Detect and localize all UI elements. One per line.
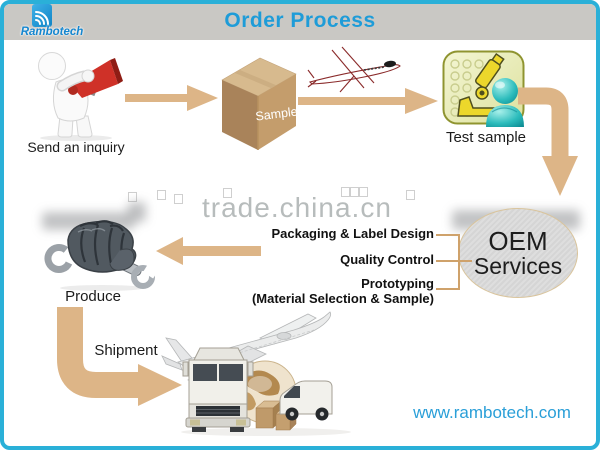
sample-box-icon: Sample [221,57,299,150]
megaphone-person-icon [38,52,123,141]
test-sample-icon-group [442,50,532,135]
send-inquiry-label: Send an inquiry [27,139,125,155]
logo-square [32,4,52,27]
connector-line [436,234,460,236]
connector-line [458,234,460,290]
oem-line1: OEM [488,225,548,256]
service-item-prototyping: Prototyping [361,276,434,291]
wrench-fist-icon [44,220,158,291]
truck-front [182,347,254,432]
oem-services-bubble: OEM Services [458,208,578,298]
produce-figure [40,206,162,297]
tofu-glyph [359,187,368,197]
service-item-packaging: Packaging & Label Design [271,226,434,241]
tofu-glyph [174,194,183,204]
tofu-glyph [157,190,166,200]
connector-line [460,260,472,262]
sample-box: Sample [212,46,304,157]
sample-box-label: Sample [255,104,299,123]
microscope-person-icon [442,50,525,127]
arrow-elbow-right-icon [57,307,182,406]
arrow-right-icon [298,88,438,114]
send-inquiry-figure [26,50,126,147]
produce-label: Produce [65,288,121,305]
delivery-van [279,380,333,421]
arrow-elbow-down-icon [518,87,578,196]
watermark-smear [128,202,146,222]
arrow-left-icon [156,237,261,265]
shipment-label: Shipment [94,342,158,359]
header-bar [4,4,596,40]
page-title: Order Process [224,9,376,32]
service-item-prototyping-sub: (Material Selection & Sample) [251,291,434,306]
connector-line [436,260,460,262]
test-sample-label: Test sample [445,129,527,146]
arrow-right-icon [125,85,218,111]
connector-line [436,288,460,290]
tofu-glyph [406,190,415,200]
truck-plane-globe-icon [161,311,351,436]
service-item-quality: Quality Control [340,252,434,267]
shipment-graphic [156,304,398,444]
tofu-glyph [341,187,350,197]
website-url: www.rambotech.com [413,403,571,422]
tofu-glyph [128,192,137,202]
oem-line2: Services [473,252,563,279]
tofu-glyph [223,188,232,198]
tofu-glyph [350,187,359,197]
wireless-signal-icon [35,11,49,25]
logo-wordmark: Rambotech [20,26,84,38]
airplane-sketch-icon [307,46,401,93]
watermark-text: trade.china.cn [202,192,392,223]
